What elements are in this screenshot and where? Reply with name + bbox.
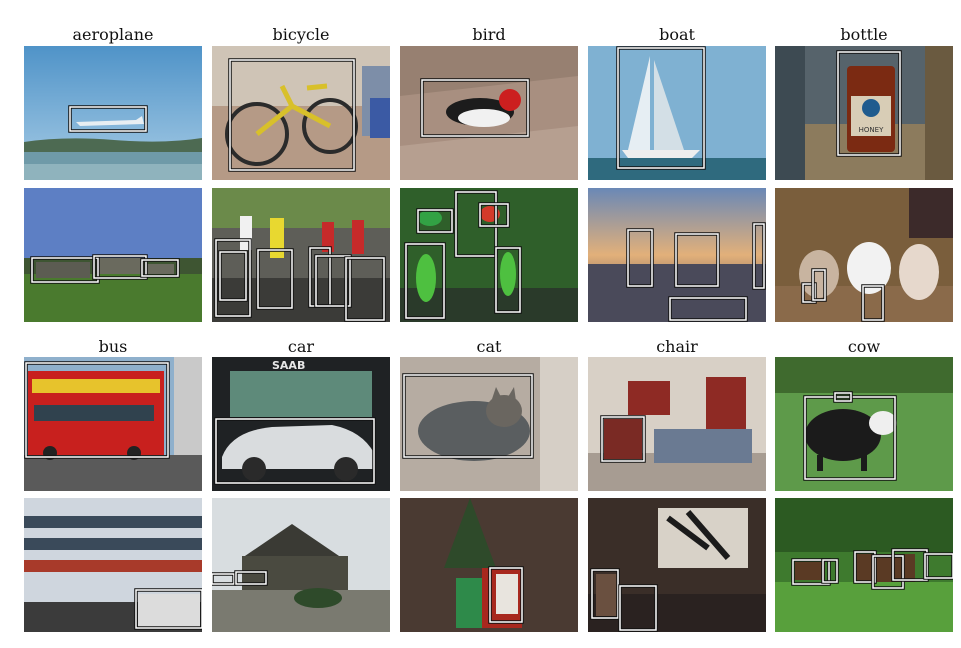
photo-car-2 <box>212 498 390 632</box>
photo-cow-1 <box>775 357 953 491</box>
photo-chair-1 <box>588 357 766 491</box>
photo-bus-1 <box>24 357 202 491</box>
photo-cat-1 <box>400 357 578 491</box>
label-aeroplane: aeroplane <box>72 25 154 44</box>
photo-bottle-2 <box>775 188 953 322</box>
photo-boat-1 <box>588 46 766 180</box>
label-chair: chair <box>656 337 698 356</box>
photo-bicycle-1 <box>212 46 390 180</box>
label-bus: bus <box>98 337 128 356</box>
label-car: car <box>287 337 315 356</box>
photo-chair-2 <box>588 498 766 632</box>
photo-boat-2 <box>588 188 766 322</box>
photo-bird-1 <box>400 46 578 180</box>
photo-bottle-1: HONEY <box>775 46 953 180</box>
photo-aeroplane-2 <box>24 188 202 322</box>
photo-cat-2 <box>400 498 578 632</box>
photo-car-1: SAAB <box>212 357 390 491</box>
label-cow: cow <box>847 337 881 356</box>
photo-bus-2 <box>24 498 202 632</box>
label-bird: bird <box>472 25 506 44</box>
label-bottle: bottle <box>840 25 888 44</box>
car-brand-text: SAAB <box>272 359 305 372</box>
bottle-label-text: HONEY <box>859 126 884 134</box>
photo-bicycle-2 <box>212 188 390 322</box>
label-cat: cat <box>476 337 502 356</box>
photo-aeroplane-1 <box>24 46 202 180</box>
photo-cow-2 <box>775 498 953 632</box>
label-bicycle: bicycle <box>272 25 330 44</box>
label-boat: boat <box>659 25 695 44</box>
photo-bird-2 <box>400 188 578 322</box>
